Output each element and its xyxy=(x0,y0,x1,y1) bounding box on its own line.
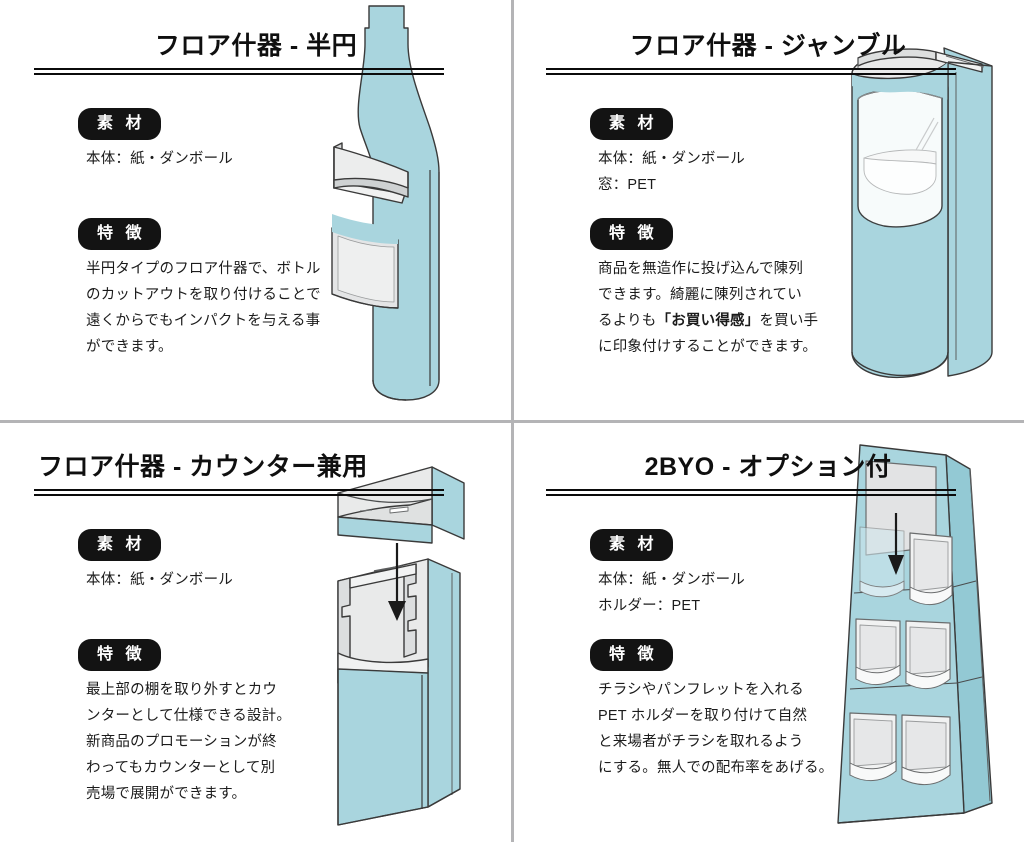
material-badge: 素 材 xyxy=(78,108,162,140)
counter-convertible-floor-display-illustration xyxy=(312,421,512,842)
feature-badge: 特 徴 xyxy=(78,218,162,250)
feature-line: PET ホルダーを取り付けて自然 xyxy=(598,708,808,724)
feature-text: チラシやパンフレットを入れる PET ホルダーを取り付けて自然 と来場者がチラシ… xyxy=(598,677,858,781)
feature-badge: 特 徴 xyxy=(590,218,674,250)
panel-title: フロア什器 - 半円 xyxy=(154,32,358,60)
feature-line: に印象付けすることができます。 xyxy=(598,339,818,355)
material-text: 本体：紙・ダンボール xyxy=(86,567,233,593)
feature-line: るよりも「お買い得感」を買い手 xyxy=(598,313,819,329)
feature-line: 半円タイプのフロア什器で、ボトル xyxy=(86,261,321,277)
title-rule xyxy=(34,489,444,496)
feature-text: 半円タイプのフロア什器で、ボトル のカットアウトを取り付けることで 遠くからでも… xyxy=(86,256,346,360)
panel-floor-counter: フロア什器 - カウンター兼用 素 材 本体：紙・ダンボール 特 徴 最上部の棚… xyxy=(0,421,512,842)
material-text: 本体：紙・ダンボール xyxy=(86,146,233,172)
material-text: 本体：紙・ダンボール 窓：PET xyxy=(598,146,745,198)
feature-line: にする。無人での配布率をあげる。 xyxy=(598,760,834,776)
feature-line: と来場者がチラシを取れるよう xyxy=(598,734,804,750)
panel-title: フロア什器 - カウンター兼用 xyxy=(38,453,368,481)
panel-floor-hangen: フロア什器 - 半円 素 材 本体：紙・ダンボール 特 徴 半円タイプのフロア什… xyxy=(0,0,512,421)
feature-badge: 特 徴 xyxy=(590,639,674,671)
feature-text: 最上部の棚を取り外すとカウ ンターとして仕様できる設計。 新商品のプロモーション… xyxy=(86,677,346,807)
feature-badge: 特 徴 xyxy=(78,639,162,671)
title-rule xyxy=(34,68,444,75)
feature-line: チラシやパンフレットを入れる xyxy=(598,682,804,698)
material-badge: 素 材 xyxy=(590,108,674,140)
panel-title: フロア什器 - ジャンブル xyxy=(629,32,907,60)
feature-line: 売場で展開ができます。 xyxy=(86,786,247,802)
feature-line: のカットアウトを取り付けることで xyxy=(86,287,321,303)
title-rule xyxy=(546,68,956,75)
panel-title: 2BYO - オプション付 xyxy=(644,453,892,481)
feature-line: わってもカウンターとして別 xyxy=(86,760,276,776)
jumble-bin-floor-display-illustration xyxy=(824,0,1024,421)
material-badge: 素 材 xyxy=(78,529,162,561)
material-text: 本体：紙・ダンボール ホルダー：PET xyxy=(598,567,745,619)
feature-line: ができます。 xyxy=(86,339,173,355)
material-line: 本体：紙・ダンボール xyxy=(598,151,745,167)
feature-text: 商品を無造作に投げ込んで陳列 できます。綺麗に陳列されてい るよりも「お買い得感… xyxy=(598,256,858,360)
material-line: 窓：PET xyxy=(598,177,657,193)
panel-floor-jumble: フロア什器 - ジャンブル 素 材 本体：紙・ダンボール 窓：PET 特 徴 商… xyxy=(512,0,1024,421)
material-line: 本体：紙・ダンボール xyxy=(598,572,745,588)
feature-line: できます。綺麗に陳列されてい xyxy=(598,287,802,303)
feature-line: 商品を無造作に投げ込んで陳列 xyxy=(598,261,804,277)
material-badge: 素 材 xyxy=(590,529,674,561)
feature-line: 新商品のプロモーションが終 xyxy=(86,734,277,750)
feature-line: ンターとして仕様できる設計。 xyxy=(86,708,292,724)
material-line: ホルダー：PET xyxy=(598,598,701,614)
material-line: 本体：紙・ダンボール xyxy=(86,151,233,167)
feature-line: 遠くからでもインパクトを与える事 xyxy=(86,313,321,329)
feature-line: 最上部の棚を取り外すとカウ xyxy=(86,682,278,698)
panel-2byo-option: 2BYO - オプション付 素 材 本体：紙・ダンボール ホルダー：PET 特 … xyxy=(512,421,1024,842)
2byo-tower-with-pet-holders-illustration xyxy=(824,421,1024,842)
bottle-half-round-floor-display-illustration xyxy=(312,0,512,421)
material-line: 本体：紙・ダンボール xyxy=(86,572,233,588)
horizontal-divider xyxy=(0,420,1024,423)
title-rule xyxy=(546,489,956,496)
feature-emphasis: 「お買い得感」 xyxy=(656,313,760,329)
